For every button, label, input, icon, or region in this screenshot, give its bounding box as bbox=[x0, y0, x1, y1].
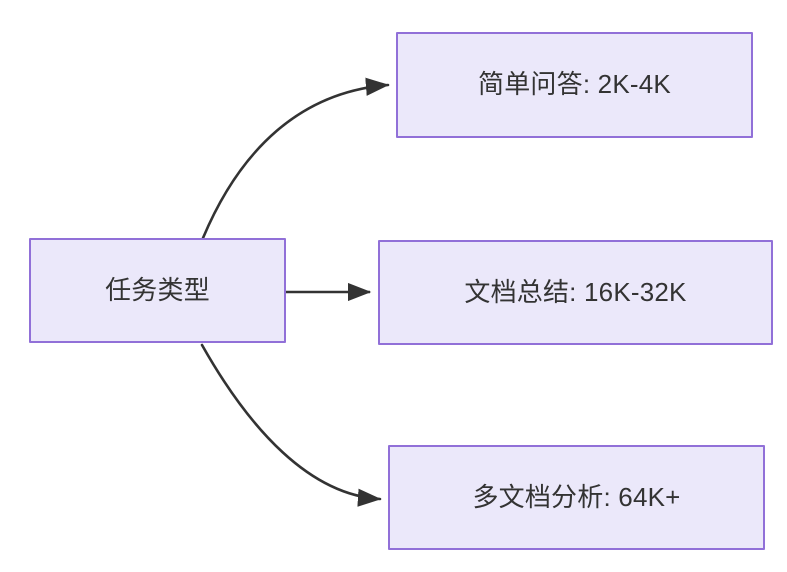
edge-task-type-to-simple-qa bbox=[201, 77, 390, 240]
node-task-type-label: 任务类型 bbox=[105, 274, 210, 305]
node-simple-qa-label: 简单问答: 2K-4K bbox=[478, 69, 671, 100]
node-doc-summary[interactable]: 文档总结: 16K-32K bbox=[378, 240, 773, 345]
node-simple-qa[interactable]: 简单问答: 2K-4K bbox=[396, 32, 753, 138]
node-doc-summary-label: 文档总结: 16K-32K bbox=[464, 276, 687, 307]
node-multi-doc-analysis[interactable]: 多文档分析: 64K+ bbox=[388, 445, 765, 550]
node-task-type[interactable]: 任务类型 bbox=[29, 238, 286, 343]
node-multi-doc-analysis-label: 多文档分析: 64K+ bbox=[472, 481, 681, 512]
edge-task-type-to-multi-doc-analysis bbox=[200, 343, 382, 507]
